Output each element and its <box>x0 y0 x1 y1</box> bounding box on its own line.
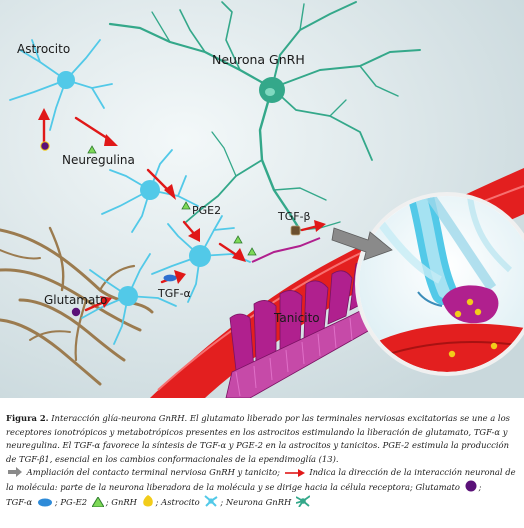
gnrh-drop-icon <box>142 494 153 507</box>
astrocyte-middle <box>101 149 199 233</box>
legend-astrocito: Astrocito <box>161 496 200 507</box>
label-tgf-alpha: TGF-α <box>157 287 191 300</box>
label-tgf-beta: TGF-β <box>277 210 311 223</box>
caption-line-5: Ampliación del contacto terminal nervios… <box>6 466 520 480</box>
figure-illustration: Astrocito Neurona GnRH Neuregulina PGE2 … <box>0 0 524 398</box>
label-tanicito: Tanicito <box>273 311 320 325</box>
grey-arrow-icon <box>8 467 22 478</box>
legend-neurona-gnrh: Neurona GnRH <box>225 496 292 507</box>
neuregulin-molecule <box>87 145 97 154</box>
interaction-arrows <box>38 108 326 312</box>
caption-line-2: receptores ionotrópicos y metabotrópicos… <box>6 426 508 437</box>
label-glutamato: Glutamato <box>44 293 107 307</box>
red-arrow-icon <box>284 469 305 478</box>
glutamate-molecule-2 <box>71 307 81 317</box>
astrocyte-bottom <box>81 253 177 345</box>
glutamate-molecule <box>40 141 50 151</box>
inset-magnification <box>355 192 524 376</box>
label-pge2: PGE2 <box>192 204 221 217</box>
figure-caption: Figura 2. Interacción glía-neurona GnRH.… <box>6 412 520 509</box>
figure-svg: Astrocito Neurona GnRH Neuregulina PGE2 … <box>0 0 524 398</box>
legend-pge2: PG-E2 <box>60 496 88 507</box>
caption-line-1: Figura 2. Interacción glía-neurona GnRH.… <box>6 412 520 426</box>
caption-line-3: neuregulina. El TGF-α favorece la síntes… <box>6 440 509 451</box>
glutamate-dot-icon <box>465 480 477 492</box>
caption-text-6: la molécula: parte de la neurona liberad… <box>6 481 413 492</box>
caption-text-5b: Indica la dirección de la interacción ne… <box>309 467 516 478</box>
caption-text-5a: Ampliación del contacto terminal nervios… <box>26 467 280 478</box>
label-astrocito: Astrocito <box>17 42 70 56</box>
pge2-triangle-3 <box>247 247 257 256</box>
pge2-triangle-icon <box>91 496 104 507</box>
caption-line-4: de TGF-β1, esencial en los cambios confo… <box>6 453 339 464</box>
legend-gnrh: GnRH <box>111 496 137 507</box>
neuron-terminal <box>251 237 321 263</box>
pge2-triangle <box>181 201 191 210</box>
tgfa-molecule <box>163 274 177 282</box>
label-neuregulina: Neuregulina <box>62 153 135 167</box>
nerve-fibers <box>0 226 154 386</box>
caption-line-7: TGF-α ; PG-E2 ; GnRH ; Astrocito ; Neuro… <box>6 494 520 510</box>
figure-number: Figura 2. <box>6 413 49 423</box>
neuron-icon <box>295 494 310 507</box>
label-neurona-gnrh: Neurona GnRH <box>212 52 305 67</box>
magnification-arrow <box>331 227 393 261</box>
astrocyte-icon <box>204 494 218 507</box>
tanycyte-stripes <box>235 317 353 397</box>
tgfb-molecule <box>290 225 301 236</box>
caption-line-6: la molécula: parte de la neurona liberad… <box>6 480 482 492</box>
legend-glutamato: Glutamato <box>415 481 460 492</box>
tgfa-ellipse-icon <box>37 498 52 507</box>
astrocyte-top-left <box>9 39 113 131</box>
caption-text-1: Interacción glía-neurona GnRH. El glutam… <box>51 413 510 423</box>
pge2-triangle-2 <box>233 235 243 244</box>
legend-tgfa: TGF-α <box>6 496 33 507</box>
